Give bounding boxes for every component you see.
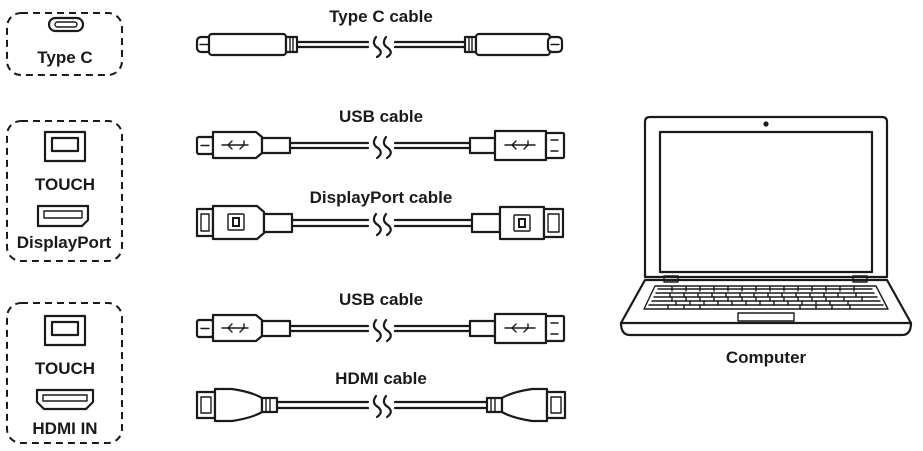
cable-label-usb-1: USB cable [339, 107, 423, 126]
usb-b-plug-icon [195, 130, 292, 160]
usb-b-plug-icon [195, 313, 292, 343]
cable-label-usb-2: USB cable [339, 290, 423, 309]
usbc-plug-icon [463, 32, 564, 57]
cable-label-displayport: DisplayPort cable [310, 188, 453, 207]
keyboard-icon [648, 286, 884, 310]
cable-label-type-c: Type C cable [329, 7, 433, 26]
port-label-type-c: Type C [37, 48, 92, 67]
port-label-touch-2: TOUCH [35, 359, 95, 378]
cable-displayport [195, 204, 565, 241]
hdmi-plug-icon [485, 387, 567, 423]
cable-usb-1 [195, 129, 566, 162]
port-label-touch-1: TOUCH [35, 175, 95, 194]
webcam-icon [763, 121, 769, 127]
displayport-port-icon [36, 204, 90, 228]
usbc-port-icon [47, 16, 85, 33]
hdmi-plug-icon [195, 387, 279, 423]
usb-b-port-icon [43, 314, 87, 347]
trackpad [737, 312, 795, 322]
hdmi-port-icon [35, 388, 95, 411]
laptop-icon [619, 115, 913, 337]
usb-b-port-icon [43, 130, 87, 163]
cable-label-hdmi: HDMI cable [335, 369, 427, 388]
port-group-type-c [6, 12, 123, 76]
port-label-displayport: DisplayPort [17, 233, 112, 252]
computer-label: Computer [726, 348, 807, 367]
cable-hdmi [195, 387, 567, 423]
usbc-plug-icon [195, 32, 299, 57]
displayport-plug-icon [195, 204, 294, 241]
cable-type-c [195, 32, 564, 59]
usb-a-plug-icon [468, 129, 566, 162]
usb-a-plug-icon [468, 312, 566, 345]
cable-usb-2 [195, 312, 566, 345]
port-label-hdmi-in: HDMI IN [32, 419, 97, 438]
displayport-plug-icon [470, 205, 565, 241]
